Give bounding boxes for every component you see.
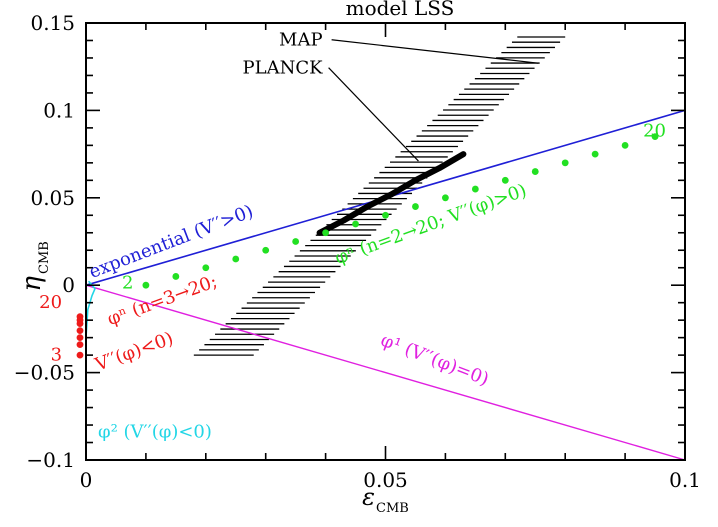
map-leader-line	[331, 39, 539, 64]
x-tick-label: 0.1	[669, 468, 701, 492]
phin-positive-point	[591, 150, 599, 158]
planck-leader-line	[328, 67, 419, 162]
phin-positive-point	[352, 220, 359, 228]
axis-ticks: 0 0.05 0.1 −0.1 −0.05 0 0.05 0.1 0.15	[14, 11, 701, 492]
phin-negative-start-label: 3	[51, 344, 62, 365]
phin-positive-point	[621, 141, 629, 149]
phin-negative-point	[76, 351, 84, 359]
phin-positive-point	[142, 281, 150, 289]
phin-positive-point	[322, 229, 329, 237]
phin-positive-point	[382, 211, 389, 219]
phi1-line	[85, 284, 686, 461]
phi1-label: φ¹ (V′′(φ)=0)	[378, 330, 492, 390]
phin-negative-point	[76, 313, 84, 321]
phi2-label: φ² (V′′(φ)<0)	[98, 421, 212, 442]
x-axis-label: ε	[362, 483, 375, 511]
exponential-label: exponential (V′′>0)	[86, 201, 256, 283]
y-axis-label: η	[17, 276, 47, 292]
x-tick-label: 0.05	[363, 468, 408, 492]
phin-positive-point	[262, 246, 270, 254]
y-tick-label: −0.1	[26, 448, 75, 472]
x-axis-label-symbol: ε	[362, 483, 375, 511]
series-points	[76, 133, 659, 359]
map-label: MAP	[279, 30, 323, 51]
phin-negative-point	[76, 327, 84, 335]
phi2-curve	[85, 280, 96, 461]
phin-negative-point	[76, 341, 84, 349]
x-axis-label-subscript: CMB	[376, 501, 409, 516]
chart-title: model LSS	[346, 0, 455, 20]
x-tick-label: 0	[80, 468, 93, 492]
phin-positive-end-label: 20	[643, 121, 666, 142]
phin-positive-point	[202, 264, 210, 272]
phin-negative-end-label: 20	[39, 292, 62, 313]
phin-positive-point	[561, 159, 569, 167]
y-axis-label-group: η CMB	[17, 241, 52, 291]
y-tick-label: 0.1	[43, 98, 75, 122]
planck-region	[316, 151, 467, 236]
y-tick-label: 0.05	[30, 186, 75, 210]
phin-negative-point	[76, 334, 84, 342]
phin-positive-point	[172, 273, 180, 280]
annotations: exponential (V′′>0)φⁿ (n=2→20; V′′(φ)>0)…	[39, 30, 666, 443]
planck-label: PLANCK	[243, 58, 324, 79]
phin-positive-point	[471, 185, 479, 193]
y-tick-label: −0.05	[14, 361, 75, 385]
phin-negative-label-line2: V′′(φ)<0)	[92, 328, 177, 376]
phin-positive-point	[412, 203, 419, 210]
phin-positive-point	[651, 133, 659, 141]
phin-positive-point	[501, 176, 509, 184]
map-band	[193, 36, 566, 356]
y-axis-label-subscript: CMB	[37, 241, 52, 274]
y-tick-label: 0	[62, 273, 75, 297]
phin-positive-point	[531, 168, 539, 175]
y-tick-label: 0.15	[30, 11, 75, 35]
phin-positive-point	[292, 238, 300, 245]
phin-positive-start-label: 2	[122, 273, 133, 294]
phin-positive-point	[232, 255, 240, 263]
phin-positive-point	[442, 194, 449, 202]
